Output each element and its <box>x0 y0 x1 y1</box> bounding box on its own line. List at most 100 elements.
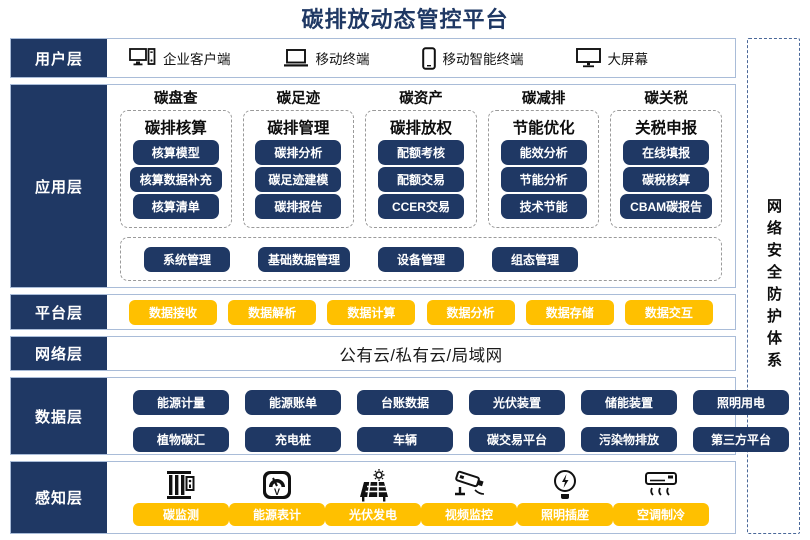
app-button: 碳排报告 <box>255 194 342 219</box>
layer-network: 网络层 公有云/私有云/局域网 <box>10 336 736 371</box>
app-column-box: 节能优化 能效分析 节能分析 技术节能 <box>487 110 600 228</box>
app-column-header: 碳足迹 <box>276 91 321 107</box>
app-column-header: 碳盘查 <box>154 91 198 107</box>
layer-label-perception: 感知层 <box>11 462 107 533</box>
app-button: 碳足迹建模 <box>255 167 342 192</box>
app-button: 节能分析 <box>500 167 587 192</box>
light-bulb-icon <box>550 467 580 503</box>
perception-item-cctv: 视频监控 <box>421 467 517 526</box>
app-column-header: 碳减排 <box>521 91 566 107</box>
layer-app: 应用层 碳盘查 碳排核算 核算模型 核算数据补充 核算清单 <box>10 84 736 288</box>
app-column-box: 碳排放权 配额考核 配额交易 CCER交易 <box>365 110 477 228</box>
user-item-label: 移动终端 <box>315 52 370 67</box>
smartphone-icon <box>421 46 436 70</box>
app-button: 配额考核 <box>377 140 464 165</box>
layer-platform: 平台层 数据接收 数据解析 数据计算 数据分析 数据存储 数据交互 <box>10 294 736 330</box>
laptop-icon <box>283 48 309 68</box>
layer-label-platform: 平台层 <box>11 295 107 329</box>
layer-data-content: 能源计量 能源账单 台账数据 光伏装置 储能装置 照明用电 植物碳汇 充电桩 车… <box>107 378 810 454</box>
app-button: 碳排分析 <box>255 140 342 165</box>
platform-button: 数据计算 <box>327 299 416 325</box>
app-column-title: 碳排放权 <box>389 120 452 137</box>
layer-label-data: 数据层 <box>11 378 107 454</box>
data-source-button: 照明用电 <box>693 390 789 415</box>
app-button: CCER交易 <box>377 194 464 219</box>
app-column-carbon-reduction: 碳减排 节能优化 能效分析 节能分析 技术节能 <box>487 90 600 228</box>
perception-label: 碳监测 <box>133 503 229 526</box>
app-column-title: 碳排管理 <box>267 120 330 137</box>
app-common-button: 基础数据管理 <box>257 246 350 272</box>
user-item-label: 大屏幕 <box>607 52 649 67</box>
security-sidebar: 网络安全防护体系 <box>747 38 800 534</box>
data-source-button: 储能装置 <box>581 390 677 415</box>
user-item-label: 企业客户端 <box>163 52 231 67</box>
energy-meter-icon: V <box>259 467 295 503</box>
app-button: 核算模型 <box>132 140 219 165</box>
app-column-carbon-asset: 碳资产 碳排放权 配额考核 配额交易 CCER交易 <box>365 90 477 228</box>
layer-label-network: 网络层 <box>11 337 107 370</box>
layer-user: 用户层 企业客户端 移动终端 <box>10 38 736 78</box>
user-item-enterprise-client: 企业客户端 <box>129 48 231 68</box>
perception-label: 能源表计 <box>229 503 325 526</box>
data-source-button: 碳交易平台 <box>469 427 565 452</box>
app-column-carbon-inventory: 碳盘查 碳排核算 核算模型 核算数据补充 核算清单 <box>120 90 232 228</box>
perception-label: 空调制冷 <box>613 503 709 526</box>
page-title: 碳排放动态管控平台 <box>301 7 509 32</box>
svg-text:V: V <box>274 487 280 497</box>
app-button: 核算数据补充 <box>129 167 222 192</box>
user-item-mobile-terminal: 移动终端 <box>283 48 370 68</box>
app-button: 碳税核算 <box>623 167 710 192</box>
app-column-box: 关税申报 在线填报 碳税核算 CBAM碳报告 <box>610 110 722 228</box>
app-column-title: 碳排核算 <box>144 120 207 137</box>
app-column-box: 碳排核算 核算模型 核算数据补充 核算清单 <box>120 110 232 228</box>
cctv-camera-icon <box>450 467 488 503</box>
big-screen-icon <box>575 48 601 68</box>
platform-button: 数据存储 <box>525 299 614 325</box>
app-button: 在线填报 <box>623 140 710 165</box>
app-button: 配额交易 <box>377 167 464 192</box>
security-sidebar-label: 网络安全防护体系 <box>765 198 782 374</box>
app-common-button: 系统管理 <box>143 246 230 272</box>
perception-label: 光伏发电 <box>325 503 421 526</box>
data-source-button: 光伏装置 <box>469 390 565 415</box>
app-common-button: 设备管理 <box>378 246 464 272</box>
data-source-button: 污染物排放 <box>581 427 677 452</box>
perception-label: 照明插座 <box>517 503 613 526</box>
user-item-smart-mobile-terminal: 移动智能终端 <box>421 46 524 70</box>
layer-data: 数据层 能源计量 能源账单 台账数据 光伏装置 储能装置 照明用电 植物碳汇 充… <box>10 377 789 455</box>
layer-stack: 用户层 企业客户端 移动终端 <box>10 38 789 534</box>
app-column-carbon-tariff: 碳关税 关税申报 在线填报 碳税核算 CBAM碳报告 <box>610 90 722 228</box>
app-column-title: 节能优化 <box>512 120 575 137</box>
carbon-monitor-icon <box>164 467 198 503</box>
layer-user-content: 企业客户端 移动终端 移动智能终端 <box>107 39 735 77</box>
perception-item-hvac: 空调制冷 <box>613 467 709 526</box>
air-conditioner-icon <box>641 467 681 503</box>
platform-button: 数据分析 <box>426 299 515 325</box>
data-source-button: 充电桩 <box>245 427 341 452</box>
platform-button: 数据接收 <box>129 299 217 325</box>
user-item-big-screen: 大屏幕 <box>575 48 649 68</box>
desktop-pc-icon <box>129 48 156 68</box>
network-cloud-text: 公有云/私有云/局域网 <box>339 346 503 365</box>
diagram-body: 用户层 企业客户端 移动终端 <box>10 38 800 534</box>
app-common-button: 组态管理 <box>492 246 578 272</box>
perception-item-energy-meter: V 能源表计 <box>229 467 325 526</box>
app-column-header: 碳资产 <box>399 91 443 107</box>
app-common-box: 系统管理 基础数据管理 设备管理 组态管理 <box>120 237 722 281</box>
perception-item-solar: 光伏发电 <box>325 467 421 526</box>
data-source-button: 能源计量 <box>133 390 229 415</box>
data-source-button: 第三方平台 <box>693 427 789 452</box>
platform-button: 数据解析 <box>228 299 317 325</box>
layer-label-user: 用户层 <box>11 39 107 77</box>
perception-item-carbon-monitor: 碳监测 <box>133 467 229 526</box>
layer-network-content: 公有云/私有云/局域网 <box>107 337 735 370</box>
layer-perception-content: 碳监测 V 能源表计 光伏发电 <box>107 462 735 533</box>
platform-button: 数据交互 <box>624 299 713 325</box>
app-column-header: 碳关税 <box>644 91 688 107</box>
data-source-button: 植物碳汇 <box>133 427 229 452</box>
layer-app-content: 碳盘查 碳排核算 核算模型 核算数据补充 核算清单 碳足迹 <box>107 85 735 287</box>
data-source-button: 能源账单 <box>245 390 341 415</box>
layer-platform-content: 数据接收 数据解析 数据计算 数据分析 数据存储 数据交互 <box>107 295 735 329</box>
solar-panel-icon <box>354 467 392 503</box>
